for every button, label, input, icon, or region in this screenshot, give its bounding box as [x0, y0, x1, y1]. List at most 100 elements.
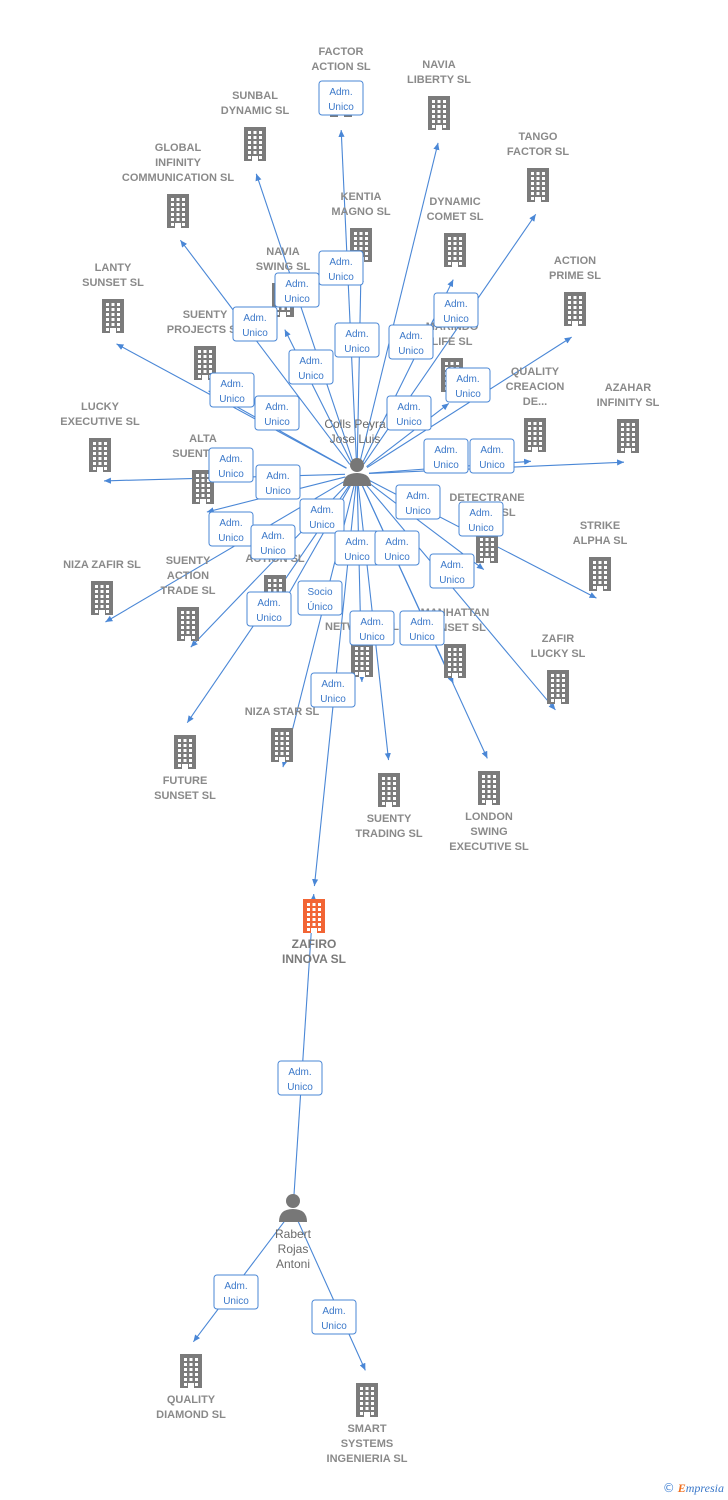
company-label-niza_zafir: NIZA ZAFIR SL [63, 559, 141, 571]
svg-text:Adm.Unico: Adm.Unico [320, 679, 346, 705]
svg-text:Adm.Unico: Adm.Unico [359, 617, 385, 643]
relation-label-colls-quality_creacion[interactable]: Adm.Unico [423, 438, 469, 474]
footer-brand[interactable]: ©Empresia [663, 1481, 724, 1496]
relation-label-colls-alta_suenty[interactable]: Adm.Unico [255, 464, 301, 500]
building-icon [271, 728, 293, 762]
relation-label-colls-dynamic_comet[interactable]: Adm.Unico [388, 324, 434, 360]
building-icon [444, 644, 466, 678]
brand-initial: E [677, 1481, 686, 1495]
svg-text:Adm.Unico: Adm.Unico [433, 445, 459, 471]
relation-label-colls-global_inf[interactable]: Adm.Unico [232, 306, 278, 342]
relation-label-colls-action_prime[interactable]: Adm.Unico [445, 367, 491, 403]
svg-text:Adm.Unico: Adm.Unico [344, 537, 370, 563]
relation-label-colls-kentia[interactable]: Adm.Unico [334, 322, 380, 358]
relation-label-colls-navia_liberty[interactable]: Adm.Unico [318, 250, 364, 286]
svg-text:Adm.Unico: Adm.Unico [405, 491, 431, 517]
edge-colls-navia_liberty [359, 142, 440, 463]
building-icon [177, 607, 199, 641]
relation-label-colls-london[interactable]: Adm.Unico [399, 610, 445, 646]
person-icon [343, 458, 371, 486]
relation-label-colls-suenty_trading[interactable]: Adm.Unico [349, 610, 395, 646]
relation-label-rabert-zafiro[interactable]: Adm.Unico [277, 1060, 323, 1096]
svg-text:Adm.Unico: Adm.Unico [218, 518, 244, 544]
focus-building-icon [303, 899, 325, 933]
building-icon [428, 96, 450, 130]
svg-text:Adm.Unico: Adm.Unico [242, 313, 268, 339]
relation-label-colls-sunbal[interactable]: Adm.Unico [274, 272, 320, 308]
building-icon [589, 557, 611, 591]
relation-label-colls-tango[interactable]: Adm.Unico [433, 292, 479, 328]
relation-label-colls-detectrane[interactable]: Adm.Unico [395, 484, 441, 520]
building-icon [564, 292, 586, 326]
relation-label-colls-navia_swing[interactable]: Adm.Unico [288, 349, 334, 385]
company-label-niza_star: NIZA STAR SL [245, 706, 320, 718]
relation-label-colls-zafiro[interactable]: Adm.Unico [310, 672, 356, 708]
svg-text:Adm.Unico: Adm.Unico [321, 1306, 347, 1332]
building-icon [180, 1354, 202, 1388]
relation-label-colls-lanty[interactable]: Adm.Unico [209, 372, 255, 408]
relation-label-colls-lucky_exec[interactable]: Adm.Unico [208, 447, 254, 483]
relation-label-colls-azahar[interactable]: Adm.Unico [469, 438, 515, 474]
building-icon [444, 233, 466, 267]
relation-label-colls-strike[interactable]: Adm.Unico [458, 501, 504, 537]
svg-text:Adm.Unico: Adm.Unico [223, 1281, 249, 1307]
relation-label-colls-manhattan[interactable]: Adm.Unico [374, 530, 420, 566]
building-icon [356, 1383, 378, 1417]
building-icon [524, 418, 546, 452]
person-icon [279, 1194, 307, 1222]
svg-text:Adm.Unico: Adm.Unico [409, 617, 435, 643]
building-icon [167, 194, 189, 228]
relation-label-colls-niza_zafir[interactable]: Adm.Unico [208, 511, 254, 547]
building-icon [547, 670, 569, 704]
edge-colls-factor_action [338, 129, 357, 463]
relation-label-colls-suenty_action[interactable]: Adm.Unico [250, 524, 296, 560]
building-icon [102, 299, 124, 333]
relation-label-colls-marindo[interactable]: Adm.Unico [386, 395, 432, 431]
edge-colls-marindo [366, 403, 450, 468]
edge-colls-zafir_lucky [364, 482, 556, 711]
building-icon [89, 438, 111, 472]
svg-text:Adm.Unico: Adm.Unico [265, 471, 291, 497]
svg-text:Adm.Unico: Adm.Unico [298, 356, 324, 382]
relation-label-colls-x_action[interactable]: Adm.Unico [299, 498, 345, 534]
relation-label-colls-suenty_projects[interactable]: Adm.Unico [254, 395, 300, 431]
relation-label-colls-future_sunset[interactable]: Adm.Unico [246, 591, 292, 627]
svg-text:Adm.Unico: Adm.Unico [384, 537, 410, 563]
relation-label-colls-network[interactable]: Adm.Unico [334, 530, 380, 566]
relation-label-rabert-quality_diamond[interactable]: Adm.Unico [213, 1274, 259, 1310]
svg-text:Adm.Unico: Adm.Unico [264, 402, 290, 428]
svg-text:Adm.Unico: Adm.Unico [455, 374, 481, 400]
building-icon [617, 419, 639, 453]
svg-text:Adm.Unico: Adm.Unico [328, 257, 354, 283]
svg-text:Adm.Unico: Adm.Unico [468, 508, 494, 534]
copyright-icon: © [662, 1481, 675, 1495]
relation-label-rabert-smart[interactable]: Adm.Unico [311, 1299, 357, 1335]
svg-text:Adm.Unico: Adm.Unico [396, 402, 422, 428]
relation-label-colls-factor_action[interactable]: Adm.Unico [318, 80, 364, 116]
edge-colls-global_inf [179, 239, 351, 465]
relation-label-colls-zafir_lucky[interactable]: Adm.Unico [429, 553, 475, 589]
